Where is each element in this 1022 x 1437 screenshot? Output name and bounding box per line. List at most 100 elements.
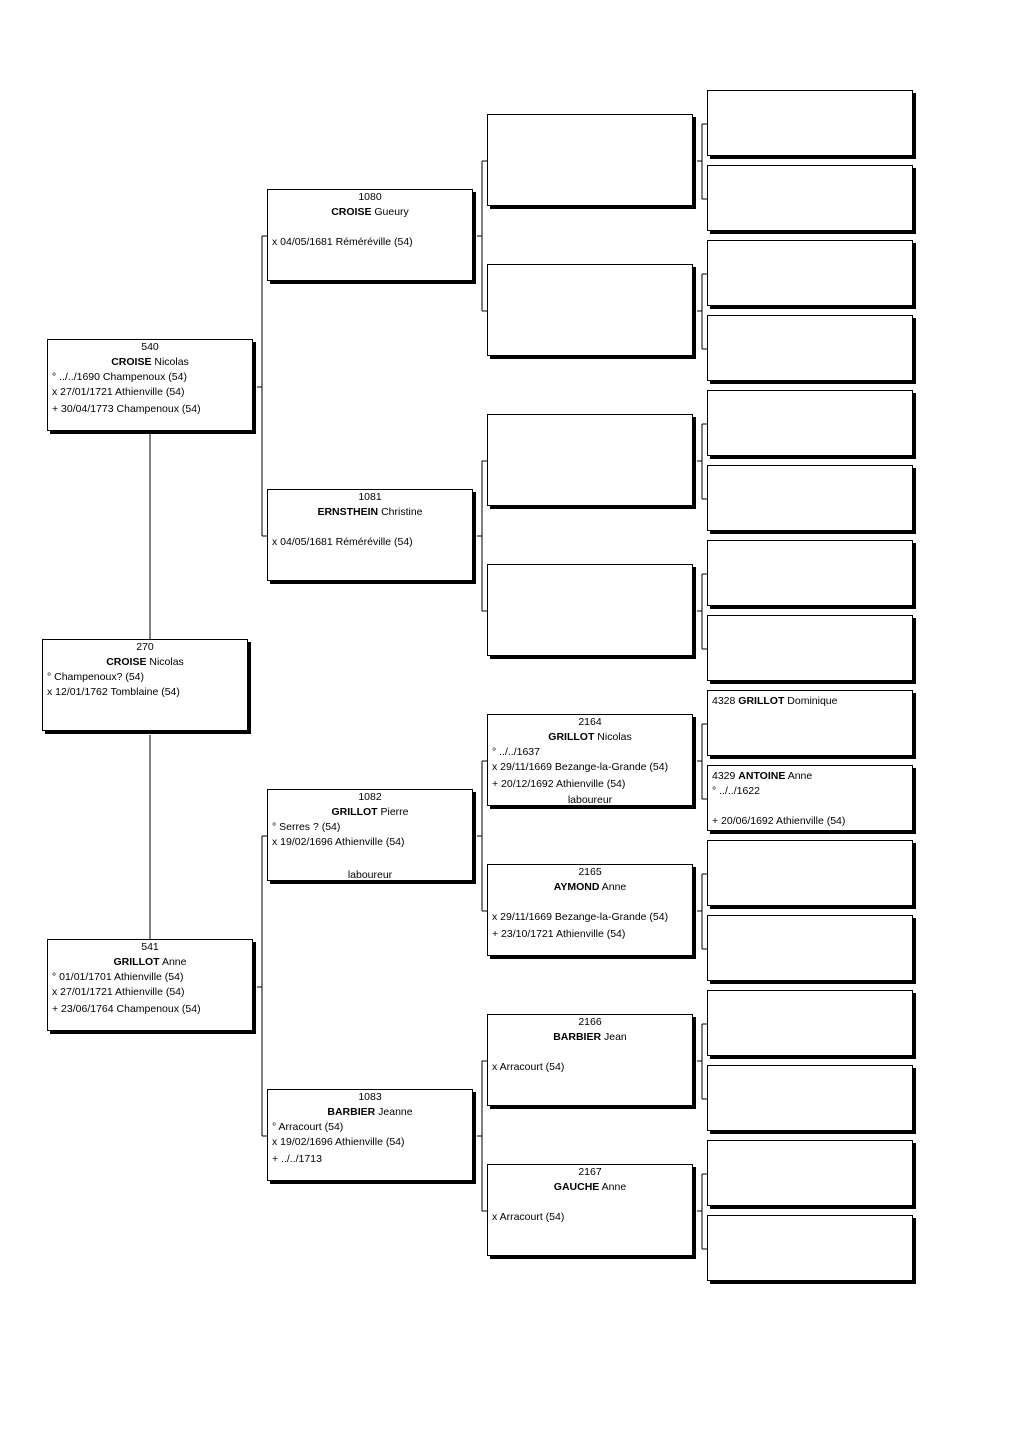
person-surname: CROISE bbox=[111, 356, 152, 368]
person-given-name: Anne bbox=[161, 956, 187, 968]
person-box-empty-4326[interactable] bbox=[707, 540, 913, 606]
person-name: CROISE Nicolas bbox=[48, 355, 252, 370]
person-number: 541 bbox=[141, 941, 159, 953]
marriage-line: x 04/05/1681 Réméréville (54) bbox=[272, 536, 413, 548]
person-surname: ERNSTHEIN bbox=[317, 506, 379, 518]
person-surname: GRILLOT bbox=[113, 956, 160, 968]
person-box-541[interactable]: 541 GRILLOT Anne ° 01/01/1701 Athienvill… bbox=[47, 939, 253, 1031]
person-box-empty-4333[interactable] bbox=[707, 1065, 913, 1131]
marriage-line: x Arracourt (54) bbox=[492, 1211, 565, 1223]
person-surname: BARBIER bbox=[327, 1106, 376, 1118]
death-line: + 30/04/1773 Champenoux (54) bbox=[52, 403, 201, 415]
person-number: 1083 bbox=[358, 1091, 382, 1103]
blank-line bbox=[488, 1045, 692, 1060]
person-box-540[interactable]: 540 CROISE Nicolas ° ../../1690 Champeno… bbox=[47, 339, 253, 431]
person-number: 4328 bbox=[712, 695, 736, 707]
person-surname: ANTOINE bbox=[738, 770, 786, 782]
person-box-empty-2160[interactable] bbox=[487, 114, 693, 206]
marriage-line: x 12/01/1762 Tomblaine (54) bbox=[47, 686, 180, 698]
marriage-line: x 19/02/1696 Athienville (54) bbox=[272, 836, 405, 848]
person-name: GRILLOT Nicolas bbox=[488, 730, 692, 745]
death-line: + 23/06/1764 Champenoux (54) bbox=[52, 1003, 201, 1015]
person-number: 2166 bbox=[578, 1016, 602, 1028]
person-box-empty-2161[interactable] bbox=[487, 264, 693, 356]
person-box-empty-4330[interactable] bbox=[707, 840, 913, 906]
person-box-empty-4320[interactable] bbox=[707, 90, 913, 156]
person-surname: CROISE bbox=[331, 206, 372, 218]
birth-line: ° 01/01/1701 Athienville (54) bbox=[52, 971, 184, 983]
person-number: 1082 bbox=[358, 791, 382, 803]
person-name: 4329 ANTOINE Anne bbox=[708, 769, 912, 784]
marriage-line: x 27/01/1721 Athienville (54) bbox=[52, 386, 185, 398]
person-name: CROISE Gueury bbox=[268, 205, 472, 220]
person-surname: GRILLOT bbox=[548, 731, 595, 743]
person-box-empty-4331[interactable] bbox=[707, 915, 913, 981]
death-line: + 20/06/1692 Athienville (54) bbox=[712, 815, 846, 827]
person-box-empty-4335[interactable] bbox=[707, 1215, 913, 1281]
person-box-2164[interactable]: 2164 GRILLOT Nicolas ° ../../1637 x 29/1… bbox=[487, 714, 693, 806]
blank-line bbox=[268, 520, 472, 535]
person-box-empty-4325[interactable] bbox=[707, 465, 913, 531]
person-name: BARBIER Jeanne bbox=[268, 1105, 472, 1120]
person-number: 4329 bbox=[712, 770, 736, 782]
person-given-name: Gueury bbox=[374, 206, 409, 218]
person-given-name: Jeanne bbox=[378, 1106, 413, 1118]
birth-line: ° ../../1622 bbox=[712, 785, 760, 797]
marriage-line: x 29/11/1669 Bezange-la-Grande (54) bbox=[492, 761, 669, 773]
person-surname: AYMOND bbox=[553, 881, 600, 893]
person-box-empty-4332[interactable] bbox=[707, 990, 913, 1056]
marriage-line: x 29/11/1669 Bezange-la-Grande (54) bbox=[492, 911, 669, 923]
person-box-empty-4321[interactable] bbox=[707, 165, 913, 231]
person-box-empty-4334[interactable] bbox=[707, 1140, 913, 1206]
person-box-1082[interactable]: 1082 GRILLOT Pierre ° Serres ? (54) x 19… bbox=[267, 789, 473, 881]
person-given-name: Nicolas bbox=[597, 731, 632, 743]
person-box-empty-4323[interactable] bbox=[707, 315, 913, 381]
person-name: GAUCHE Anne bbox=[488, 1180, 692, 1195]
person-box-empty-2162[interactable] bbox=[487, 414, 693, 506]
person-box-empty-4324[interactable] bbox=[707, 390, 913, 456]
person-box-4329[interactable]: 4329 ANTOINE Anne ° ../../1622 + 20/06/1… bbox=[707, 765, 913, 831]
person-given-name: Christine bbox=[381, 506, 423, 518]
person-surname: GRILLOT bbox=[738, 695, 785, 707]
person-box-2165[interactable]: 2165 AYMOND Anne x 29/11/1669 Bezange-la… bbox=[487, 864, 693, 956]
person-given-name: Nicolas bbox=[154, 356, 189, 368]
person-number: 2164 bbox=[578, 716, 602, 728]
person-surname: BARBIER bbox=[553, 1031, 602, 1043]
blank-line bbox=[708, 799, 912, 814]
death-line: + 23/10/1721 Athienville (54) bbox=[492, 928, 626, 940]
person-name: GRILLOT Pierre bbox=[268, 805, 472, 820]
person-surname: GRILLOT bbox=[331, 806, 378, 818]
person-number: 270 bbox=[136, 641, 154, 653]
death-line: + ../../1713 bbox=[272, 1153, 322, 1165]
person-number: 540 bbox=[141, 341, 159, 353]
person-box-empty-4327[interactable] bbox=[707, 615, 913, 681]
person-name: BARBIER Jean bbox=[488, 1030, 692, 1045]
person-box-empty-4322[interactable] bbox=[707, 240, 913, 306]
person-box-2166[interactable]: 2166 BARBIER Jean x Arracourt (54) bbox=[487, 1014, 693, 1106]
birth-line: ° Arracourt (54) bbox=[272, 1121, 344, 1133]
person-box-1080[interactable]: 1080 CROISE Gueury x 04/05/1681 Rémérévi… bbox=[267, 189, 473, 281]
person-name: AYMOND Anne bbox=[488, 880, 692, 895]
blank-line bbox=[488, 895, 692, 910]
birth-line: ° Champenoux? (54) bbox=[47, 671, 145, 683]
birth-line: ° ../../1637 bbox=[492, 746, 540, 758]
birth-line: ° ../../1690 Champenoux (54) bbox=[52, 371, 187, 383]
blank-line bbox=[268, 220, 472, 235]
person-number: 2167 bbox=[578, 1166, 602, 1178]
person-number: 1081 bbox=[358, 491, 382, 503]
marriage-line: x 19/02/1696 Athienville (54) bbox=[272, 1136, 405, 1148]
person-given-name: Anne bbox=[787, 770, 813, 782]
person-given-name: Anne bbox=[601, 881, 627, 893]
person-surname: CROISE bbox=[106, 656, 147, 668]
person-box-empty-2163[interactable] bbox=[487, 564, 693, 656]
person-box-4328[interactable]: 4328 GRILLOT Dominique bbox=[707, 690, 913, 756]
person-given-name: Nicolas bbox=[149, 656, 184, 668]
person-box-2167[interactable]: 2167 GAUCHE Anne x Arracourt (54) bbox=[487, 1164, 693, 1256]
person-box-270[interactable]: 270 CROISE Nicolas ° Champenoux? (54) x … bbox=[42, 639, 248, 731]
person-box-1081[interactable]: 1081 ERNSTHEIN Christine x 04/05/1681 Ré… bbox=[267, 489, 473, 581]
person-number: 2165 bbox=[578, 866, 602, 878]
person-box-1083[interactable]: 1083 BARBIER Jeanne ° Arracourt (54) x 1… bbox=[267, 1089, 473, 1181]
marriage-line: x Arracourt (54) bbox=[492, 1061, 565, 1073]
occupation-label: laboureur bbox=[567, 794, 613, 806]
person-given-name: Dominique bbox=[787, 695, 838, 707]
